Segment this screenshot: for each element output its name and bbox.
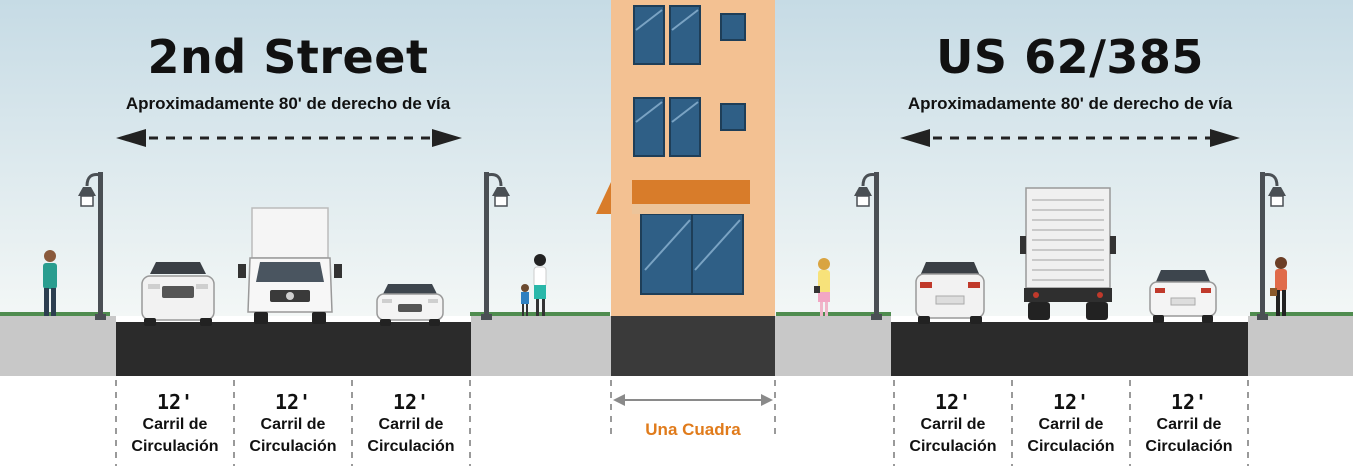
pedestrian-icon: [1270, 257, 1287, 316]
right-lane-3-label: 12' Carril de Circulación: [1130, 390, 1248, 458]
box-truck-icon: [238, 207, 342, 324]
lane-width: 12': [1052, 390, 1090, 414]
lane-type-line2: Circulación: [367, 438, 455, 455]
street-lamp-icon: [78, 172, 106, 320]
awning: [596, 180, 750, 214]
lane-type-line2: Circulación: [1027, 438, 1115, 455]
lane-type-line2: Circulación: [131, 438, 219, 455]
lane-width: 12': [1170, 390, 1208, 414]
right-roadway: [891, 322, 1248, 376]
left-row-subtitle: Aproximadamente 80' de derecho de vía: [125, 94, 451, 113]
car-icon: [376, 284, 444, 326]
double-arrow-icon: [116, 129, 462, 147]
lane-type-line1: Carril de: [1156, 416, 1222, 433]
lane-width: 12': [934, 390, 972, 414]
block-width-arrow: [613, 394, 773, 406]
lane-width: 12': [274, 390, 312, 414]
lane-type-line1: Carril de: [1038, 416, 1104, 433]
left-lane-2-label: 12' Carril de Circulación: [234, 390, 352, 458]
left-roadway: [116, 322, 471, 376]
lane-type-line2: Circulación: [249, 438, 337, 455]
street-lamp-icon: [854, 172, 882, 320]
lane-type-line1: Carril de: [378, 416, 444, 433]
right-sidewalk-west: [775, 316, 891, 376]
box-truck-icon: [1020, 187, 1116, 320]
street-lamp-icon: [481, 172, 510, 320]
left-sidewalk-west: [0, 316, 116, 376]
left-lane-3-label: 12' Carril de Circulación: [352, 390, 470, 458]
pedestrian-icon: [521, 284, 529, 316]
right-sidewalk-east: [1248, 316, 1353, 376]
suv-icon: [915, 262, 985, 324]
right-lane-1-label: 12' Carril de Circulación: [894, 390, 1012, 458]
lane-type-line1: Carril de: [920, 416, 986, 433]
pedestrian-icon: [43, 250, 57, 316]
left-lane-1-label: 12' Carril de Circulación: [116, 390, 234, 458]
double-arrow-icon: [900, 129, 1240, 147]
lane-dividers: [115, 380, 1249, 466]
lane-type-line2: Circulación: [1145, 438, 1233, 455]
lane-type-line2: Circulación: [909, 438, 997, 455]
left-street-title: 2nd Street: [147, 30, 429, 84]
pedestrian-icon: [533, 254, 547, 316]
right-lane-2-label: 12' Carril de Circulación: [1012, 390, 1130, 458]
left-sidewalk-east: [471, 316, 611, 376]
right-street-title: US 62/385: [936, 30, 1204, 84]
lane-width: 12': [156, 390, 194, 414]
suv-icon: [141, 262, 215, 326]
pedestrian-icon: [814, 258, 830, 316]
building-base: [611, 316, 775, 376]
lane-type-line1: Carril de: [260, 416, 326, 433]
block-label: Una Cuadra: [645, 420, 741, 439]
street-lamp-icon: [1257, 172, 1286, 320]
car-icon: [1149, 270, 1217, 323]
lane-type-line1: Carril de: [142, 416, 208, 433]
lane-width: 12': [392, 390, 430, 414]
right-row-subtitle: Aproximadamente 80' de derecho de vía: [907, 94, 1233, 113]
